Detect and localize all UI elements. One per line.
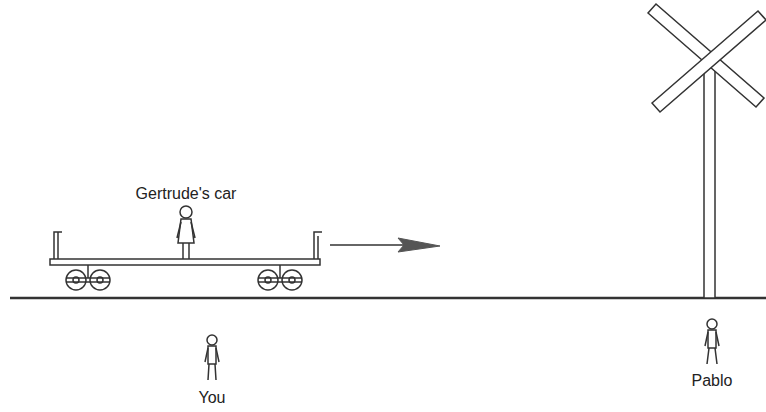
railroad-crossing-sign <box>648 4 766 298</box>
car-label: Gertrude's car <box>136 185 237 203</box>
motion-arrow-shaft <box>330 244 405 246</box>
motion-arrowhead <box>398 238 440 252</box>
car-end-left <box>54 232 62 259</box>
person-figure <box>205 335 219 380</box>
ground-line <box>10 297 766 300</box>
wheel-truck <box>258 265 302 290</box>
person-figure <box>705 319 719 364</box>
wheel-truck <box>66 265 110 290</box>
person-label: You <box>199 389 226 407</box>
car-end-right <box>314 232 322 259</box>
car-end-left-inner <box>57 232 59 259</box>
person-figure <box>177 206 195 259</box>
car-end-right-inner <box>317 236 319 259</box>
car-deck <box>50 259 320 265</box>
person-label: Pablo <box>692 372 733 390</box>
